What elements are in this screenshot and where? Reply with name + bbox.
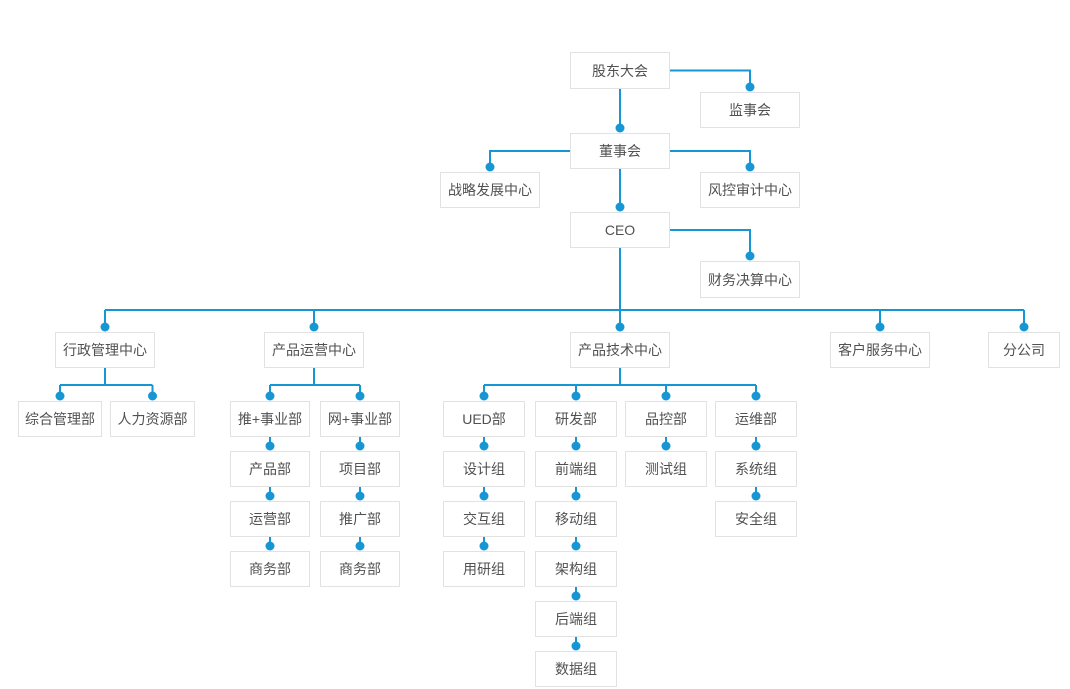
org-node-security-group: 安全组 [715,501,797,537]
org-node-ued-dept: UED部 [443,401,525,437]
org-node-shareholders: 股东大会 [570,52,670,89]
org-node-business-dept-2: 商务部 [320,551,400,587]
connector-dot [661,391,671,401]
org-node-design-group: 设计组 [443,451,525,487]
connector-dot [479,441,489,451]
org-node-interaction-group: 交互组 [443,501,525,537]
connector-dot [148,391,157,401]
connector-line [670,69,751,87]
org-node-data-group: 数据组 [535,651,617,687]
org-node-ops-center: 产品运营中心 [264,332,364,368]
org-node-risk-audit: 风控审计中心 [700,172,800,208]
connector-dot [571,491,581,501]
connector-dot [571,641,581,651]
connector-dot [355,391,365,401]
connector-dot [55,391,65,401]
connector-line [670,229,751,256]
org-node-promotion-dept: 推广部 [320,501,400,537]
org-node-om-dept: 运维部 [715,401,797,437]
org-node-system-group: 系统组 [715,451,797,487]
org-node-business-dept-1: 商务部 [230,551,310,587]
connector-line [489,150,570,167]
connector-dot [661,441,671,451]
org-node-rd-dept: 研发部 [535,401,617,437]
connector-dot [265,491,275,501]
connector-line [670,150,751,167]
org-node-board: 董事会 [570,133,670,169]
connector-dot [615,322,625,332]
connector-dot [265,391,275,401]
org-node-mobile-group: 移动组 [535,501,617,537]
connector-dot [265,541,275,551]
connector-dot [479,391,489,401]
org-node-tech-center: 产品技术中心 [570,332,670,368]
org-node-product-dept: 产品部 [230,451,310,487]
connector-dot [615,202,625,212]
connector-dot [479,491,489,501]
connector-dot [615,123,625,133]
connector-dot [485,162,495,172]
connector-dot [751,441,761,451]
connector-dot [479,541,489,551]
org-node-testing-group: 测试组 [625,451,707,487]
org-node-strategy: 战略发展中心 [440,172,540,208]
connector-dot [745,162,755,172]
org-node-wang-division: 网+事业部 [320,401,400,437]
connector-dot [875,322,885,332]
connector-dot [309,322,319,332]
connector-dot [571,541,581,551]
org-node-backend-group: 后端组 [535,601,617,637]
org-node-general-admin: 综合管理部 [18,401,102,437]
connector-dot [745,251,755,261]
connector-dot [751,491,761,501]
org-node-research-group: 用研组 [443,551,525,587]
connector-dot [571,441,581,451]
org-node-project-dept: 项目部 [320,451,400,487]
org-node-service-center: 客户服务中心 [830,332,930,368]
connector-dot [355,441,365,451]
connector-dot [571,591,581,601]
connector-dot [265,441,275,451]
org-node-frontend-group: 前端组 [535,451,617,487]
org-node-finance: 财务决算中心 [700,261,800,298]
org-node-supervisors: 监事会 [700,92,800,128]
org-node-ceo: CEO [570,212,670,248]
connector-dot [751,391,761,401]
org-node-admin-center: 行政管理中心 [55,332,155,368]
connector-dot [745,82,755,92]
connector-dot [100,322,110,332]
org-node-operation-dept: 运营部 [230,501,310,537]
org-node-arch-group: 架构组 [535,551,617,587]
org-node-branch: 分公司 [988,332,1060,368]
connector-dot [1019,322,1029,332]
org-node-hr: 人力资源部 [110,401,195,437]
connector-dot [571,391,581,401]
org-node-qc-dept: 品控部 [625,401,707,437]
connector-dot [355,541,365,551]
org-node-tui-division: 推+事业部 [230,401,310,437]
connector-dot [355,491,365,501]
